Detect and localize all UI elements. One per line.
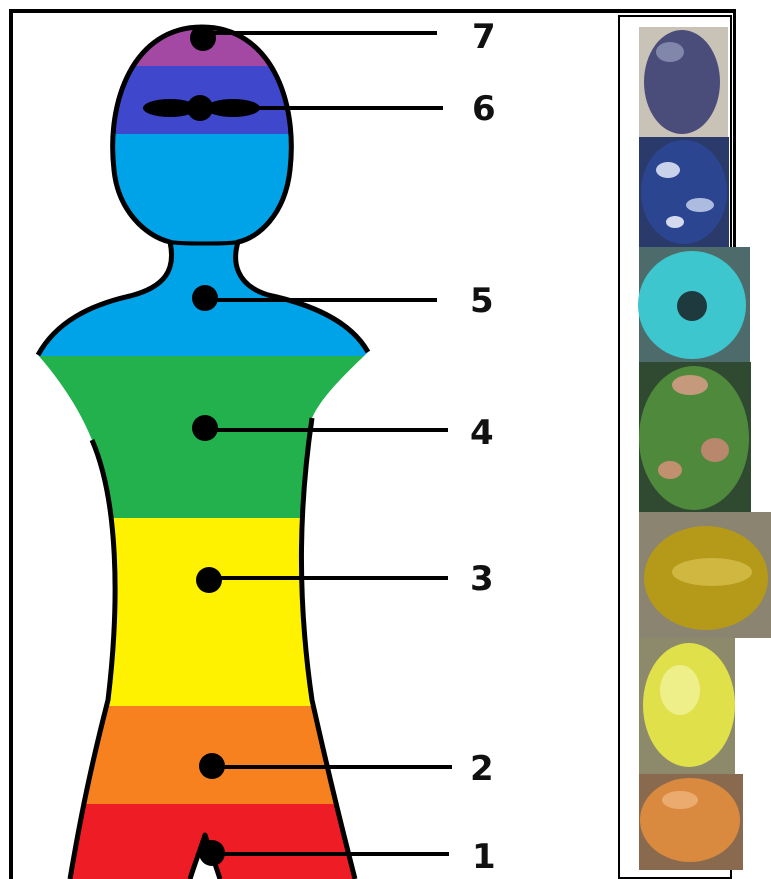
frame-right [733, 9, 736, 249]
chakra-dot-7 [190, 25, 216, 51]
sodalite-vein-2 [686, 198, 714, 212]
chakra-number-2: 2 [470, 749, 494, 789]
stone-sodalite [641, 140, 727, 244]
chakra-number-4: 4 [470, 413, 494, 453]
citrine-highlight [660, 665, 700, 715]
sodalite-vein-1 [656, 162, 680, 178]
stone-panel [619, 16, 771, 878]
chakra-number-3: 3 [470, 559, 494, 599]
tigers-eye-sheen [672, 558, 752, 586]
band-sacral [0, 706, 400, 804]
chakra-number-6: 6 [472, 89, 496, 129]
stone-carnelian [640, 778, 740, 862]
turquoise-hole [677, 291, 707, 321]
carnelian-highlight [662, 791, 698, 809]
band-solar-plexus [0, 518, 400, 706]
stone-amethyst-highlight [656, 42, 684, 62]
unakite-patch-3 [658, 461, 682, 479]
stone-amethyst [644, 30, 720, 134]
sodalite-vein-3 [666, 216, 684, 228]
chakra-number-7: 7 [472, 17, 496, 57]
chakra-number-1: 1 [472, 837, 496, 877]
neck-line [170, 242, 238, 244]
unakite-patch-1 [672, 375, 708, 395]
frame-left [9, 9, 13, 879]
frame-top [9, 9, 736, 13]
chakra-number-5: 5 [470, 281, 494, 321]
unakite-patch-2 [701, 438, 729, 462]
